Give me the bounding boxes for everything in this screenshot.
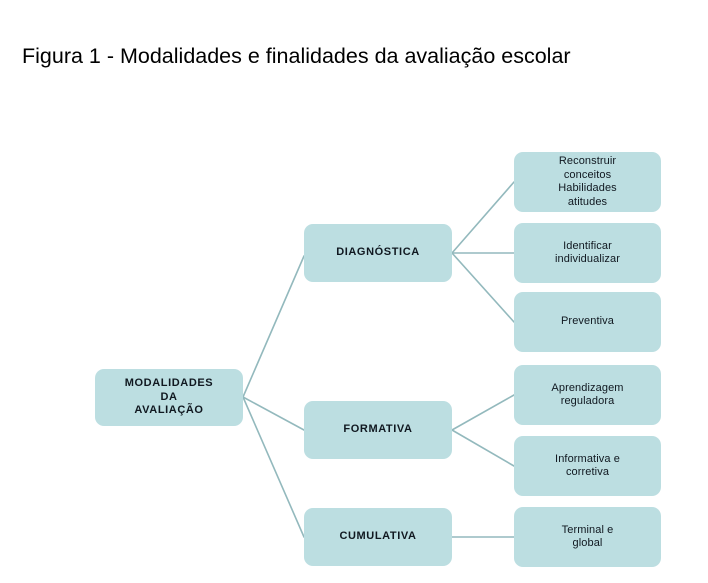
node-leaf-preventiva-label: Preventiva xyxy=(561,315,614,328)
node-leaf-aprendizagem-label: Aprendizagem reguladora xyxy=(551,381,624,408)
node-leaf-informativa[interactable]: Informativa e corretiva xyxy=(514,436,661,496)
node-branch-formativa[interactable]: FORMATIVA xyxy=(304,401,452,459)
node-leaf-terminal[interactable]: Terminal e global xyxy=(514,507,661,567)
connector-root-formativa xyxy=(242,396,305,431)
page-title: Figura 1 - Modalidades e finalidades da … xyxy=(22,44,571,68)
node-leaf-reconstruir-label: Reconstruir conceitos Habilidades atitud… xyxy=(558,155,617,208)
connector-root-cumulativa xyxy=(242,396,305,538)
node-leaf-identificar-label: Identificar individualizar xyxy=(555,239,620,266)
node-leaf-identificar[interactable]: Identificar individualizar xyxy=(514,223,661,283)
node-leaf-reconstruir[interactable]: Reconstruir conceitos Habilidades atitud… xyxy=(514,152,661,212)
node-leaf-terminal-label: Terminal e global xyxy=(561,523,614,550)
node-root-label: MODALIDADES DA AVALIAÇÃO xyxy=(124,377,214,417)
node-leaf-preventiva[interactable]: Preventiva xyxy=(514,292,661,352)
connector-diagnostica-reconstruir xyxy=(451,181,515,254)
node-branch-diagnostica-label: DIAGNÓSTICA xyxy=(336,246,420,259)
node-root-modalidades[interactable]: MODALIDADES DA AVALIAÇÃO xyxy=(95,369,243,426)
node-branch-cumulativa[interactable]: CUMULATIVA xyxy=(304,508,452,566)
node-branch-formativa-label: FORMATIVA xyxy=(343,423,413,436)
connector-diagnostica-preventiva xyxy=(451,252,515,323)
node-branch-diagnostica[interactable]: DIAGNÓSTICA xyxy=(304,224,452,282)
connector-formativa-aprendizagem xyxy=(451,394,515,431)
connector-root-diagnostica xyxy=(242,255,305,398)
node-leaf-aprendizagem[interactable]: Aprendizagem reguladora xyxy=(514,365,661,425)
node-leaf-informativa-label: Informativa e corretiva xyxy=(555,452,620,479)
node-branch-cumulativa-label: CUMULATIVA xyxy=(339,530,417,543)
connector-formativa-informativa xyxy=(451,429,515,467)
